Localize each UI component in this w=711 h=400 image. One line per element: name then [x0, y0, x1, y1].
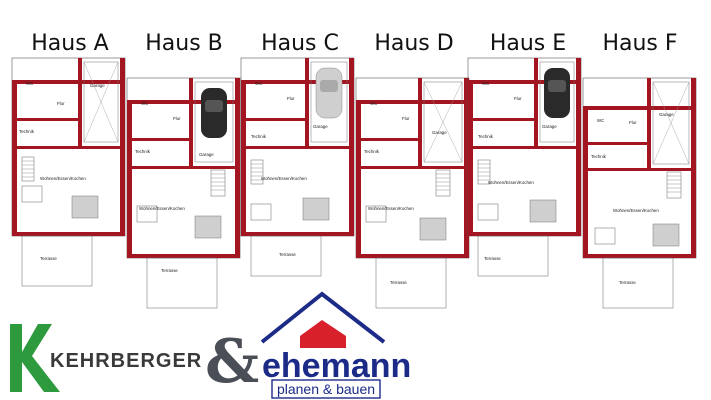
house-b-title: Haus B — [145, 31, 223, 56]
svg-text:Terrasse: Terrasse — [161, 268, 178, 273]
svg-text:Flur: Flur — [514, 96, 522, 101]
svg-text:Garage: Garage — [659, 112, 674, 117]
svg-text:WC: WC — [141, 101, 148, 106]
svg-text:WC: WC — [597, 118, 604, 123]
svg-text:Technik: Technik — [478, 134, 494, 139]
svg-text:Flur: Flur — [629, 120, 637, 125]
svg-text:Wohnen/Essen/Kochen: Wohnen/Essen/Kochen — [368, 206, 414, 211]
svg-text:WC: WC — [26, 81, 33, 86]
svg-text:Terrasse: Terrasse — [390, 280, 407, 285]
svg-text:Technik: Technik — [591, 154, 607, 159]
svg-text:WC: WC — [482, 81, 489, 86]
svg-text:Terrasse: Terrasse — [619, 280, 636, 285]
svg-text:Technik: Technik — [251, 134, 267, 139]
svg-text:Technik: Technik — [135, 149, 151, 154]
svg-text:Flur: Flur — [287, 96, 295, 101]
house-f-title: Haus F — [602, 31, 677, 56]
svg-text:Wohnen/Essen/Kochen: Wohnen/Essen/Kochen — [40, 176, 86, 181]
ehemann-logo: ehemann planen & bauen — [260, 291, 411, 399]
ehemann-tagline-frame — [271, 379, 381, 399]
svg-text:Technik: Technik — [19, 129, 35, 134]
svg-text:Garage: Garage — [90, 83, 105, 88]
svg-text:Wohnen/Essen/Kochen: Wohnen/Essen/Kochen — [261, 176, 307, 181]
garage-car-dark — [544, 68, 570, 118]
svg-text:Flur: Flur — [173, 116, 181, 121]
ehemann-tagline: planen & bauen — [277, 381, 375, 397]
house-c-title: Haus C — [261, 31, 339, 56]
svg-text:Flur: Flur — [57, 101, 65, 106]
kehrberger-k-mark — [10, 324, 60, 392]
svg-text:Garage: Garage — [199, 152, 214, 157]
kehrberger-logo: KEHRBERGER — [10, 324, 202, 392]
garage-car-light — [315, 67, 343, 119]
svg-text:Garage: Garage — [313, 124, 328, 129]
svg-text:Wohnen/Essen/Kochen: Wohnen/Essen/Kochen — [139, 206, 185, 211]
garage-car-dark — [201, 88, 227, 138]
house-e: Haus E WC Flur Technik Garage Wohnen/Ess… — [467, 31, 582, 277]
svg-text:Terrasse: Terrasse — [279, 252, 296, 257]
svg-text:Flur: Flur — [402, 116, 410, 121]
house-e-title: Haus E — [490, 31, 566, 56]
svg-text:Terrasse: Terrasse — [40, 256, 57, 261]
house-c: Haus C WC Flur Technik Garage Wohnen/Ess… — [240, 31, 355, 277]
svg-text:Wohnen/Essen/Kochen: Wohnen/Essen/Kochen — [488, 180, 534, 185]
house-d: Haus D WC Flur Technik Garage Wohnen/Ess… — [355, 31, 470, 309]
svg-text:Technik: Technik — [364, 149, 380, 154]
ehemann-house-mark — [300, 320, 346, 348]
svg-text:WC: WC — [255, 81, 262, 86]
stair — [21, 156, 35, 182]
svg-text:Wohnen/Essen/Kochen: Wohnen/Essen/Kochen — [613, 208, 659, 213]
house-a-title: Haus A — [31, 31, 108, 56]
svg-text:Terrasse: Terrasse — [484, 256, 501, 261]
svg-text:Garage: Garage — [542, 124, 557, 129]
house-a: Haus A WC Flur Garage Technik Wohnen/Ess… — [11, 31, 126, 287]
svg-text:Garage: Garage — [432, 130, 447, 135]
svg-text:WC: WC — [370, 101, 377, 106]
house-d-title: Haus D — [374, 31, 453, 56]
ehemann-wordmark: ehemann — [262, 347, 411, 385]
house-f: Haus F WC Flur Technik Garage Wohnen/Ess… — [582, 31, 697, 309]
kehrberger-wordmark: KEHRBERGER — [50, 350, 202, 372]
ampersand: & — [205, 327, 259, 397]
house-b: Haus B WC Flur Technik Garage Wohnen/Ess… — [126, 31, 241, 309]
ehemann-roof — [260, 291, 386, 344]
